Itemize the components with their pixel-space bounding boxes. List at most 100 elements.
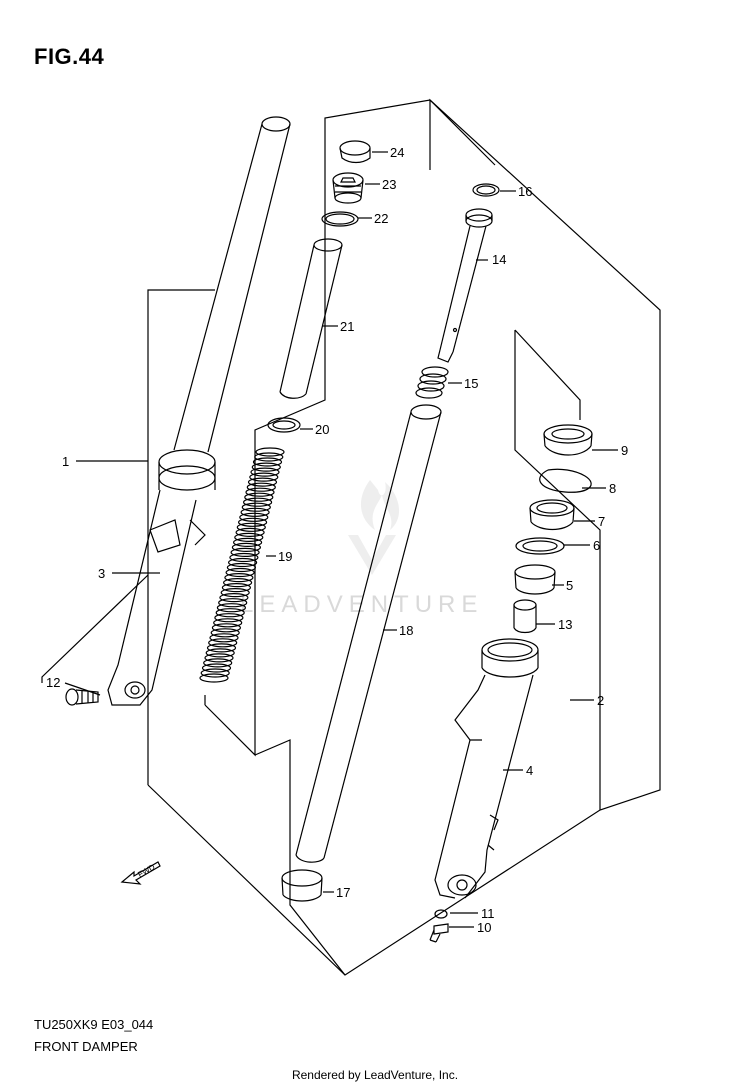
spring-coil	[240, 507, 270, 517]
damper-rod-14	[437, 208, 493, 363]
spring-coil	[250, 467, 280, 477]
spring-coil	[251, 462, 281, 472]
spring-coil	[236, 522, 266, 532]
spring-coil	[211, 623, 241, 633]
callout-12: 12	[46, 675, 60, 690]
bush-5	[514, 564, 556, 595]
callout-20: 20	[315, 422, 329, 437]
bolt-10	[429, 923, 449, 943]
spring-coil	[249, 472, 279, 482]
rebound-spring-15	[415, 366, 449, 399]
diagram-title: FRONT DAMPER	[34, 1039, 138, 1054]
spring-coil	[223, 577, 253, 588]
spring-coil	[215, 608, 245, 618]
bolt-12	[65, 688, 99, 706]
callout-11: 11	[481, 906, 495, 921]
callout-21: 21	[340, 319, 354, 334]
callout-4: 4	[526, 763, 533, 778]
washer-20	[267, 417, 301, 433]
spring-coil	[241, 502, 271, 512]
callout-1: 1	[62, 454, 69, 469]
spring-coil	[210, 628, 240, 638]
washer-20-inner	[272, 420, 296, 430]
callout-16: 16	[518, 184, 532, 199]
oring-22-inner	[325, 213, 355, 225]
spring-19	[199, 447, 285, 683]
spring-coil	[201, 663, 232, 673]
oil-lock-13	[513, 599, 537, 634]
spring-coil	[234, 532, 264, 543]
callout-10: 10	[477, 920, 491, 935]
outer-tube-left	[107, 116, 291, 706]
ring-16	[472, 183, 500, 197]
spring-coil	[224, 572, 254, 583]
washer-11	[434, 909, 448, 919]
watermark-logo	[348, 480, 400, 575]
spring-coil	[246, 482, 276, 492]
footer-credit: Rendered by LeadVenture, Inc.	[291, 1068, 459, 1082]
oil-seal-9	[543, 424, 593, 456]
spring-coil	[208, 638, 238, 648]
callout-5: 5	[566, 578, 573, 593]
callout-8: 8	[609, 481, 616, 496]
bracket-lower-leg	[254, 739, 346, 976]
callout-24: 24	[390, 145, 404, 160]
spring-coil	[229, 552, 259, 563]
figure-label: FIG.44	[34, 44, 105, 69]
spring-coil	[214, 613, 244, 623]
spring-coil	[235, 527, 265, 538]
bush-17	[281, 869, 323, 902]
spring-coil	[199, 673, 229, 683]
callout-2: 2	[597, 693, 604, 708]
bolt-23	[332, 172, 364, 204]
inner-tube-18	[295, 404, 442, 863]
ring-16-inner	[476, 185, 496, 195]
spring-coil	[216, 603, 246, 613]
spring-coil	[245, 487, 275, 497]
spring-coil	[255, 447, 285, 457]
spring-coil	[225, 567, 255, 578]
spring-coil	[239, 512, 269, 522]
spring-coil	[244, 492, 274, 502]
spring-coil	[230, 547, 260, 558]
spring-coil	[220, 587, 250, 598]
spring-coil	[231, 542, 261, 553]
spring-coil	[233, 537, 263, 548]
bracket-inner-assembly	[204, 99, 496, 757]
watermark-text: LEADVENTURE	[240, 591, 483, 618]
spring-coil	[238, 517, 268, 527]
fwd-arrow-icon	[120, 861, 161, 885]
washer-6-inner	[522, 540, 558, 552]
cap-24	[339, 140, 371, 164]
spring-coil	[247, 477, 278, 487]
spring-coil	[243, 497, 273, 507]
bracket-outer-assembly	[147, 289, 215, 785]
spring-coil	[206, 643, 237, 653]
spring-coil	[226, 562, 256, 573]
callout-18: 18	[399, 623, 413, 638]
spring-coil	[209, 633, 239, 643]
spring-coil	[205, 648, 235, 658]
callout-17: 17	[336, 885, 350, 900]
spring-coil	[204, 653, 234, 663]
callout-13: 13	[558, 617, 572, 632]
spring-coil	[218, 598, 248, 608]
spring-coil	[228, 557, 258, 568]
oring-22	[321, 211, 359, 227]
outer-tube-right	[434, 638, 539, 899]
callout-15: 15	[464, 376, 478, 391]
spring-coil	[200, 668, 230, 678]
spring-coil	[221, 582, 251, 593]
model-code: TU250XK9 E03_044	[34, 1017, 154, 1032]
spring-coil	[252, 457, 283, 467]
callout-22: 22	[374, 211, 388, 226]
callout-23: 23	[382, 177, 396, 192]
spacer-21	[279, 238, 343, 399]
bracket-main-assembly	[147, 98, 661, 976]
bracket-right-leg	[514, 329, 601, 810]
washer-6	[515, 537, 565, 555]
spring-coil	[219, 592, 249, 603]
callout-19: 19	[278, 549, 292, 564]
bush-7	[529, 499, 575, 531]
